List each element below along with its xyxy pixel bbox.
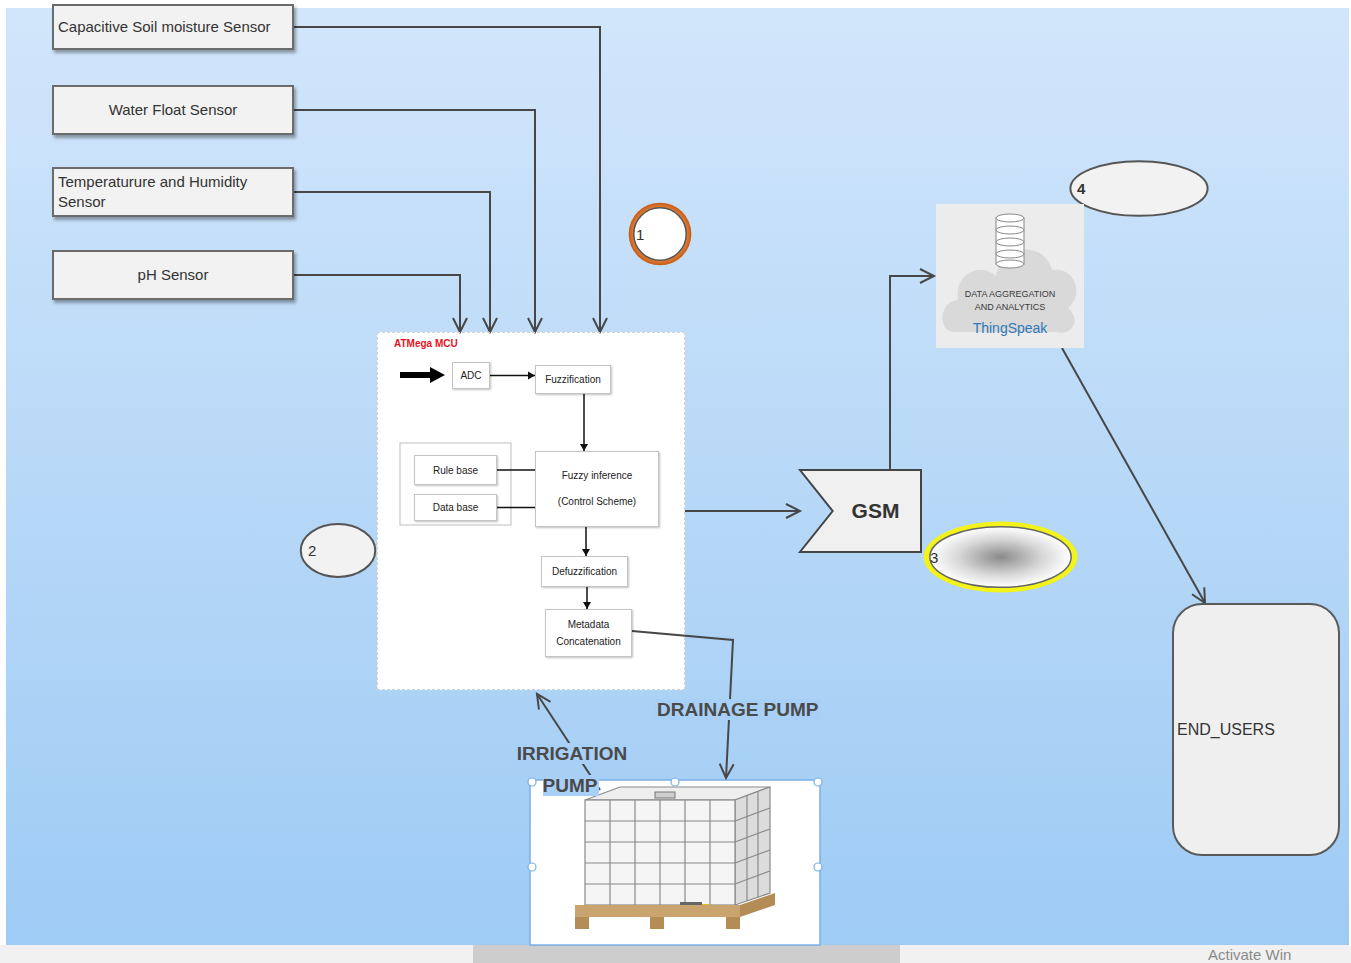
node-text: Data base	[433, 502, 479, 513]
callout-circle: 1	[628, 202, 692, 266]
connector	[294, 110, 542, 332]
node-text: 3	[930, 549, 938, 566]
node-text: ATMega MCU	[394, 338, 458, 349]
node-text: Defuzzification	[552, 566, 617, 577]
gsm-module: GSM	[800, 470, 921, 552]
watermark: Activate Win	[1208, 946, 1338, 963]
node-text: 1	[636, 226, 644, 243]
connector	[294, 192, 497, 332]
connector	[294, 27, 607, 332]
node-text: 2	[308, 542, 316, 559]
ring3-outline	[922, 520, 1079, 594]
cloud-service: DATA AGGREGATION AND ANALYTICS ThingSpeak	[936, 204, 1084, 348]
process-box: Defuzzification	[541, 556, 628, 587]
node-text: 4	[1077, 180, 1085, 197]
connector	[583, 587, 591, 609]
connector	[294, 275, 467, 332]
taskbar-strip	[0, 945, 1351, 963]
connector	[490, 372, 535, 380]
node-text: ADC	[460, 370, 481, 381]
node-text: Temperaturure and Humidity Sensor	[58, 172, 288, 213]
mcu-fill	[377, 332, 685, 690]
connector	[497, 470, 535, 471]
connector	[890, 269, 934, 470]
node-text: GSM	[852, 499, 900, 523]
process-box: Fuzzy inference (Control Scheme)	[535, 451, 659, 527]
connector	[685, 504, 800, 518]
knowledge-base-group	[400, 443, 511, 525]
callout-ellipse: 2	[300, 523, 376, 578]
label-text: DRAINAGE PUMP	[655, 699, 821, 720]
label-text: IRRIGATION PUMP	[515, 743, 627, 796]
ibc-tank-illustration	[528, 778, 822, 945]
node-text: pH Sensor	[138, 265, 209, 285]
process-box: Rule base	[414, 455, 497, 485]
node-text: Rule base	[433, 465, 478, 476]
process-box: Data base	[414, 494, 497, 521]
label-text: Activate Win	[1208, 946, 1291, 963]
pump-label: IRRIGATION PUMP	[505, 738, 637, 802]
node-text: END_USERS	[1177, 721, 1275, 739]
end-users-box: END_USERS	[1172, 603, 1340, 856]
node-text: Water Float Sensor	[109, 100, 238, 120]
node-text: DATA AGGREGATION AND ANALYTICS	[958, 288, 1062, 314]
callout-ellipse: 3	[922, 520, 1079, 594]
connector	[497, 507, 535, 508]
sensor-box: Temperaturure and Humidity Sensor	[52, 167, 294, 217]
input-arrow	[400, 367, 445, 383]
sensor-box: Water Float Sensor	[52, 85, 294, 135]
callout-ellipse: 4	[1069, 160, 1209, 217]
process-box: Fuzzification	[535, 365, 611, 394]
ell-outline	[1069, 160, 1209, 217]
connector	[1062, 348, 1205, 603]
node-text: Metadata Concatenation	[549, 616, 628, 650]
node-text: Fuzzification	[545, 374, 601, 385]
connector	[580, 394, 588, 451]
node-text: ThingSpeak	[973, 320, 1048, 336]
pump-label: DRAINAGE PUMP	[655, 699, 825, 721]
process-box: Metadata Concatenation	[545, 609, 632, 657]
node-text: Capacitive Soil moisture Sensor	[58, 17, 271, 37]
mcu-box: ATMega MCU ADC FuzzificationRule baseData …	[377, 332, 685, 690]
canvas-ground	[6, 8, 1349, 945]
sensor-box: pH Sensor	[52, 250, 294, 300]
process-box: ADC	[452, 362, 490, 389]
connector	[582, 527, 590, 556]
node-text: Fuzzy inference (Control Scheme)	[552, 463, 642, 515]
sensor-box: Capacitive Soil moisture Sensor	[52, 4, 294, 50]
